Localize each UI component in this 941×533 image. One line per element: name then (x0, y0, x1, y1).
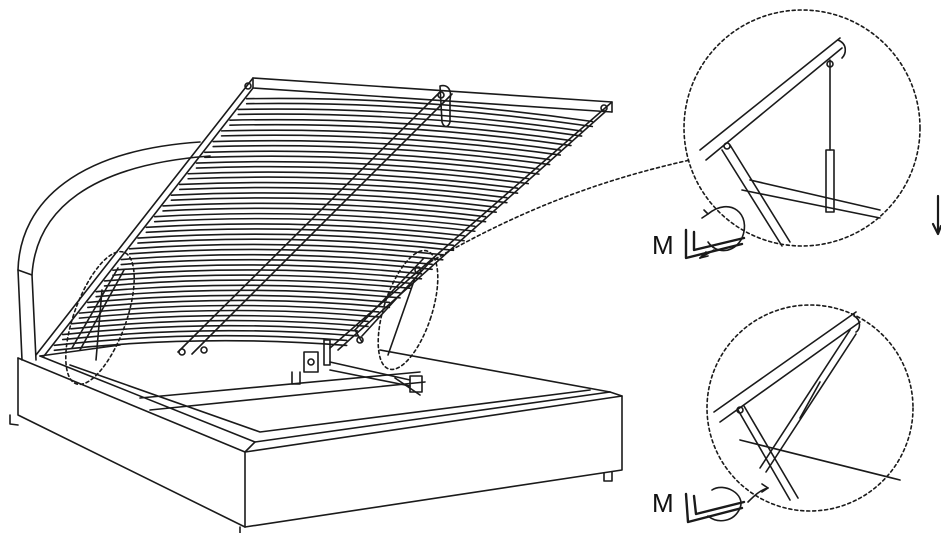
slat (229, 118, 572, 142)
slatted-frame (35, 77, 613, 357)
slat (204, 155, 540, 175)
slat (170, 197, 497, 213)
slat (204, 150, 540, 170)
headboard (17, 141, 211, 361)
slat (78, 309, 380, 319)
gas-springs (71, 257, 431, 393)
slat (103, 274, 412, 285)
detail-view-bottom (706, 304, 914, 512)
allen-key-icon (684, 228, 746, 260)
allen-key-icon (684, 492, 746, 524)
slat (137, 238, 455, 252)
slat (162, 202, 487, 218)
slat (145, 228, 465, 242)
slat (237, 108, 583, 132)
down-arrow-icon (931, 194, 941, 236)
slat (229, 123, 572, 147)
slat (137, 233, 455, 247)
slat (178, 186, 508, 204)
slat (245, 97, 594, 123)
slat (212, 144, 551, 166)
slat (187, 176, 519, 194)
slat (220, 129, 562, 151)
slat (78, 304, 380, 314)
slat (61, 329, 359, 341)
slat (153, 217, 476, 233)
slat (187, 171, 519, 189)
slat (112, 269, 423, 280)
tool-label-top: M (652, 230, 674, 260)
slat (61, 324, 359, 336)
slat (128, 243, 444, 256)
rotate-arrow-icon (699, 205, 746, 259)
slat (162, 207, 487, 223)
slat (95, 284, 401, 294)
slat (170, 192, 497, 208)
slat (103, 279, 412, 290)
slat (128, 248, 444, 261)
slat (95, 289, 401, 299)
slat (53, 334, 348, 347)
slat (53, 339, 348, 352)
rotate-arrow-icon (707, 483, 769, 522)
slat (245, 102, 594, 128)
slat (70, 314, 369, 325)
slat (112, 264, 423, 275)
slat (87, 299, 391, 309)
slat (178, 181, 508, 199)
slat (220, 134, 562, 156)
slat (145, 223, 465, 237)
slat (153, 212, 476, 228)
slat (120, 258, 433, 271)
slat (212, 139, 551, 161)
bed-base (9, 344, 623, 533)
slat (70, 319, 369, 330)
tool-label-bottom: M (652, 488, 674, 518)
callout-ellipses (64, 159, 691, 386)
slat (195, 160, 530, 180)
slat (195, 165, 530, 185)
slat (120, 253, 433, 266)
detail-view-top (683, 9, 921, 247)
slat (87, 294, 391, 304)
slat (237, 113, 583, 137)
